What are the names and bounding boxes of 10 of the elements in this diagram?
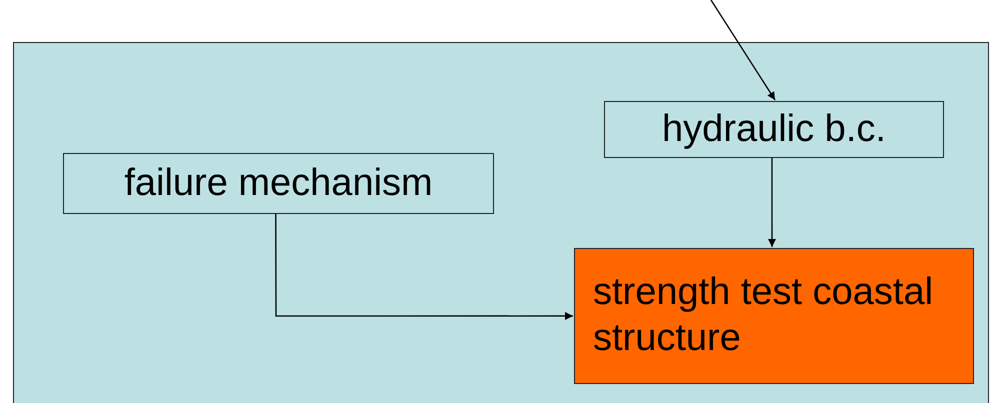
process-box bbox=[604, 101, 944, 158]
node-label: failure mechanism bbox=[124, 160, 433, 206]
arrow bbox=[710, 0, 776, 100]
node-label: strength test coastal structure bbox=[593, 270, 934, 361]
node-label: hydraulic b.c. bbox=[662, 106, 886, 152]
panel-background bbox=[13, 42, 989, 403]
process-box bbox=[63, 153, 494, 214]
arrow bbox=[768, 157, 776, 247]
highlighted-box bbox=[574, 248, 974, 384]
arrow bbox=[275, 213, 573, 320]
